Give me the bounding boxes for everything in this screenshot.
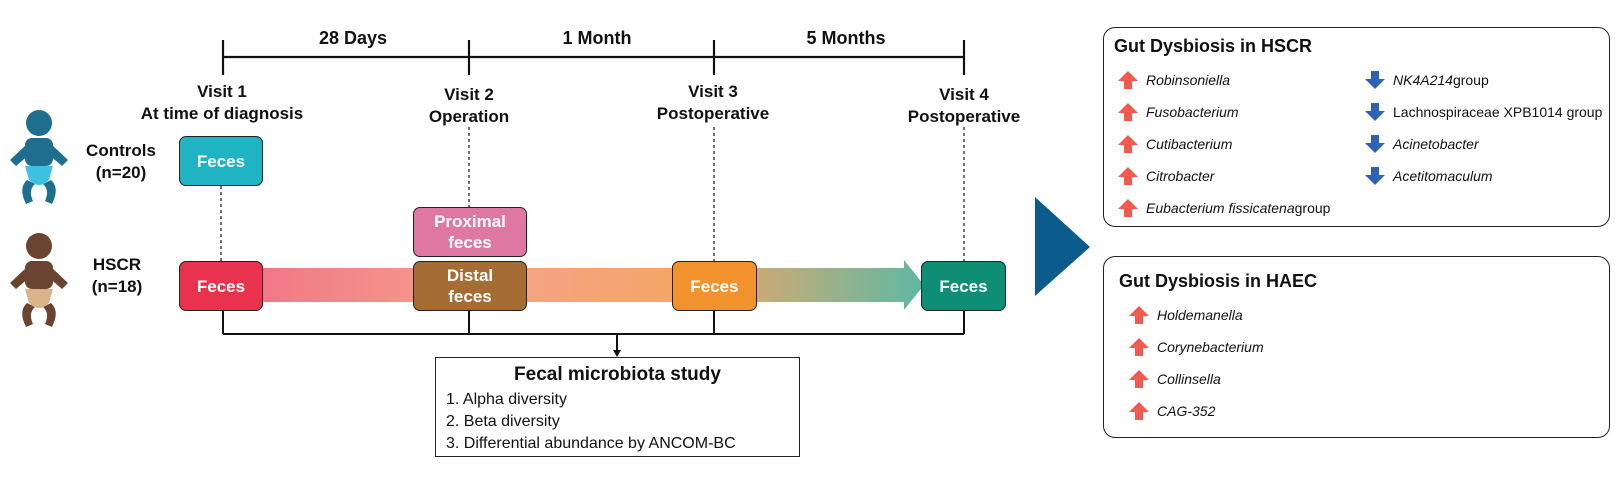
progress-arrow	[262, 260, 924, 310]
taxon-rest: group	[1452, 72, 1489, 88]
haec-up-taxon: Holdemanella	[1129, 306, 1243, 324]
hscr-dysbiosis-panel	[1103, 27, 1610, 227]
taxon-rest: Lachnospiraceae XPB1014 group	[1393, 104, 1603, 120]
hscr-down-taxon: Lachnospiraceae XPB1014 group	[1365, 103, 1602, 121]
taxon-italic: Citrobacter	[1146, 168, 1215, 184]
controls-name: Controls	[86, 141, 156, 160]
study-item-3: 3. Differential abundance by ANCOM-BC	[446, 435, 736, 452]
hscr-down-taxon: Acinetobacter	[1365, 135, 1479, 153]
proximal-line-2: feces	[448, 233, 492, 252]
up-arrow-icon	[1118, 71, 1138, 89]
timeline	[221, 40, 966, 75]
up-arrow-icon	[1118, 103, 1138, 121]
distal-feces-box: Distal feces	[413, 261, 527, 311]
study-item-2: 2. Beta diversity	[446, 413, 560, 430]
group-label-hscr: HSCR (n=18)	[67, 254, 167, 298]
visit-1-title: Visit 1	[197, 82, 247, 101]
up-arrow-icon	[1129, 338, 1149, 356]
taxon-italic: Cutibacterium	[1146, 136, 1233, 152]
up-arrow-icon	[1118, 167, 1138, 185]
hscr-panel-title: Gut Dysbiosis in HSCR	[1114, 36, 1313, 56]
hscr-down-taxon: Acetitomaculum	[1365, 167, 1493, 185]
visit-4-subtitle: Postoperative	[907, 107, 1021, 126]
taxon-rest: group	[1294, 200, 1331, 216]
taxon-italic: Eubacterium fissicatena	[1146, 200, 1295, 216]
connector-bracket	[222, 310, 965, 352]
visit-2-label: Visit 2 Operation	[364, 84, 574, 128]
visit-2-subtitle: Operation	[428, 107, 510, 126]
hscr-up-taxon: Citrobacter	[1118, 167, 1214, 185]
haec-up-taxon: CAG-352	[1129, 402, 1215, 420]
visit-4-label: Visit 4 Postoperative	[859, 84, 1069, 128]
taxon-italic: Holdemanella	[1157, 307, 1243, 323]
up-arrow-icon	[1118, 199, 1138, 217]
visit-3-subtitle: Postoperative	[656, 104, 770, 123]
hscr-down-taxon: NK4A214 group	[1365, 71, 1489, 89]
controls-feces-box: Feces	[179, 136, 263, 186]
hscr-n: (n=18)	[91, 277, 143, 296]
haec-panel-title: Gut Dysbiosis in HAEC	[1119, 271, 1318, 291]
taxon-italic: Robinsoniella	[1146, 72, 1231, 88]
visit-3-title: Visit 3	[688, 82, 738, 101]
hscr-name: HSCR	[92, 255, 142, 274]
haec-up-taxon: Collinsella	[1129, 370, 1221, 388]
taxon-italic: Acetitomaculum	[1393, 168, 1493, 184]
distal-line-2: feces	[448, 287, 492, 306]
proximal-feces-box: Proximal feces	[413, 207, 527, 257]
haec-dysbiosis-panel	[1103, 256, 1610, 438]
up-arrow-icon	[1129, 402, 1149, 420]
visit-3-label: Visit 3 Postoperative	[608, 81, 818, 125]
connector-arrowhead	[613, 350, 621, 357]
down-arrow-icon	[1365, 135, 1385, 153]
down-arrow-icon	[1365, 167, 1385, 185]
hscr-up-taxon: Eubacterium fissicatena group	[1118, 199, 1330, 217]
controls-n: (n=20)	[95, 163, 147, 182]
up-arrow-icon	[1118, 135, 1138, 153]
visit-4-title: Visit 4	[939, 85, 989, 104]
fecal-study-box: Fecal microbiota study 1. Alpha diversit…	[435, 357, 800, 457]
visit-1-subtitle: At time of diagnosis	[140, 104, 304, 123]
visit-dashed-lines	[220, 127, 965, 262]
study-item-1: 1. Alpha diversity	[446, 391, 567, 408]
big-right-arrow	[1035, 197, 1090, 296]
down-arrow-icon	[1365, 103, 1385, 121]
taxon-italic: NK4A214	[1393, 72, 1453, 88]
hscr-diaper-icon	[25, 289, 53, 308]
period-label-28-days: 28 Days	[318, 28, 388, 48]
taxon-italic: Collinsella	[1157, 371, 1221, 387]
study-title: Fecal microbiota study	[514, 364, 721, 385]
visit-1-label: Visit 1 At time of diagnosis	[117, 81, 327, 125]
up-arrow-icon	[1129, 370, 1149, 388]
distal-line-1: Distal	[446, 266, 494, 285]
hscr-infant-icon	[10, 233, 68, 327]
haec-up-taxon: Corynebacterium	[1129, 338, 1264, 356]
taxon-italic: Corynebacterium	[1157, 339, 1264, 355]
control-infant-icon	[10, 110, 68, 204]
down-arrow-icon	[1365, 71, 1385, 89]
hscr-visit3-feces-box: Feces	[672, 261, 757, 311]
period-label-1-month: 1 Month	[562, 28, 632, 48]
hscr-visit4-feces-box: Feces	[921, 261, 1006, 311]
period-label-5-months: 5 Months	[806, 28, 886, 48]
hscr-up-taxon: Robinsoniella	[1118, 71, 1230, 89]
hscr-up-taxon: Fusobacterium	[1118, 103, 1239, 121]
proximal-line-1: Proximal	[434, 212, 506, 231]
taxon-italic: CAG-352	[1157, 403, 1216, 419]
taxon-italic: Fusobacterium	[1146, 104, 1239, 120]
taxon-italic: Acinetobacter	[1393, 136, 1479, 152]
big-right-arrow-shaft	[1035, 232, 1055, 262]
hscr-visit1-feces-box: Feces	[179, 261, 263, 311]
up-arrow-icon	[1129, 306, 1149, 324]
control-diaper-icon	[25, 166, 53, 185]
group-label-controls: Controls (n=20)	[71, 140, 171, 184]
hscr-up-taxon: Cutibacterium	[1118, 135, 1232, 153]
visit-2-title: Visit 2	[444, 85, 494, 104]
